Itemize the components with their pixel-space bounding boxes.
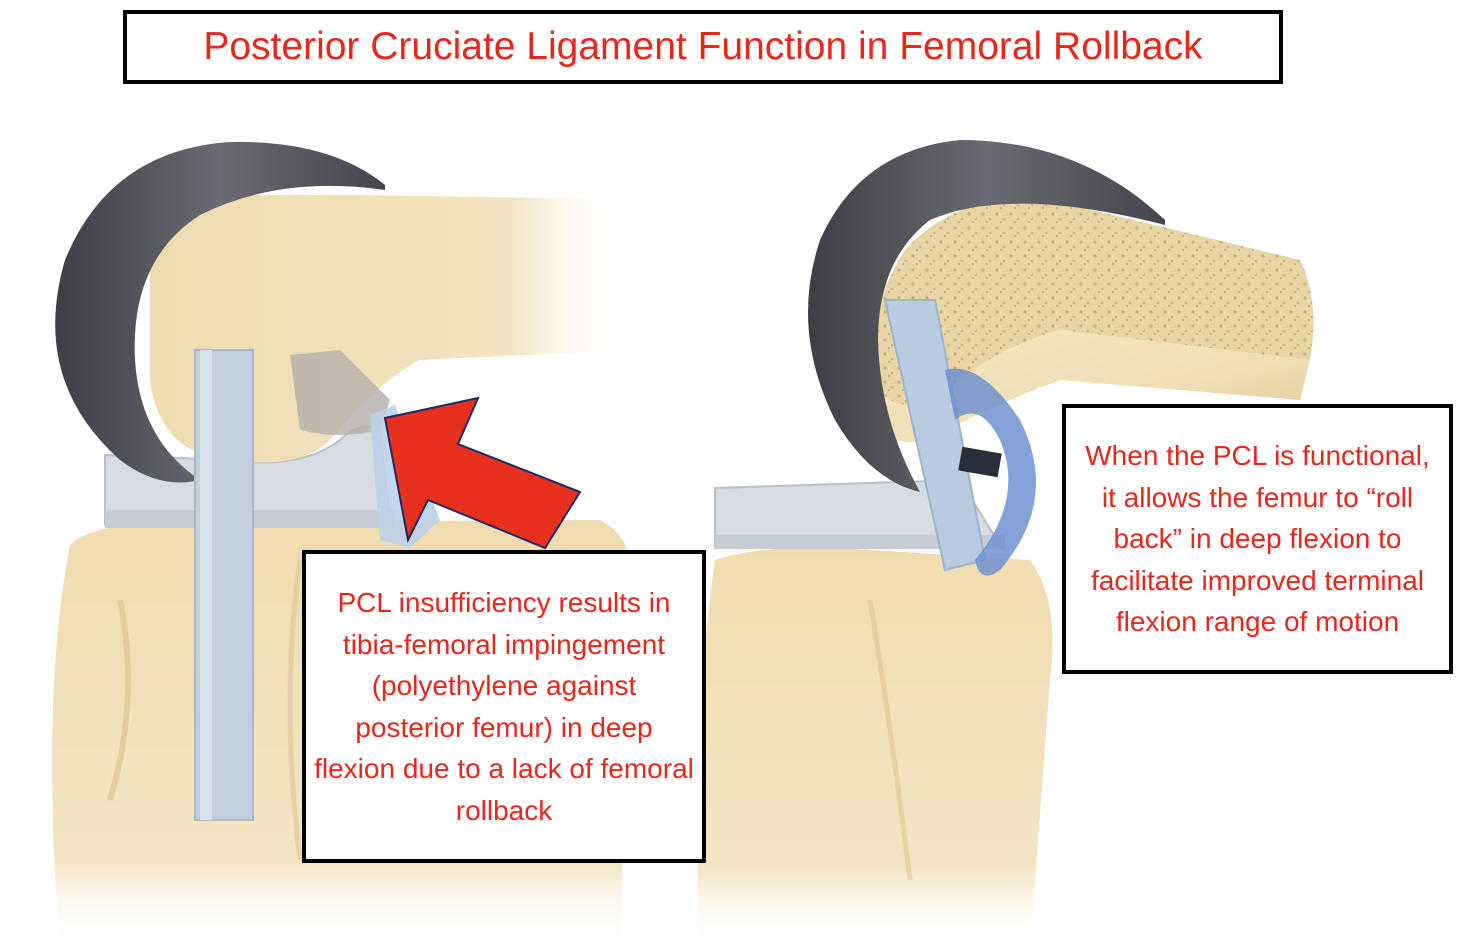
right-tibia (697, 548, 1052, 948)
left-callout-text: PCL insufficiency results in tibia-femor… (314, 582, 694, 831)
right-callout-text: When the PCL is functional, it allows th… (1076, 435, 1439, 643)
right-callout-box: When the PCL is functional, it allows th… (1062, 404, 1453, 674)
title-box: Posterior Cruciate Ligament Function in … (123, 10, 1283, 84)
left-callout-box: PCL insufficiency results in tibia-femor… (302, 550, 706, 863)
page-title: Posterior Cruciate Ligament Function in … (203, 25, 1202, 69)
